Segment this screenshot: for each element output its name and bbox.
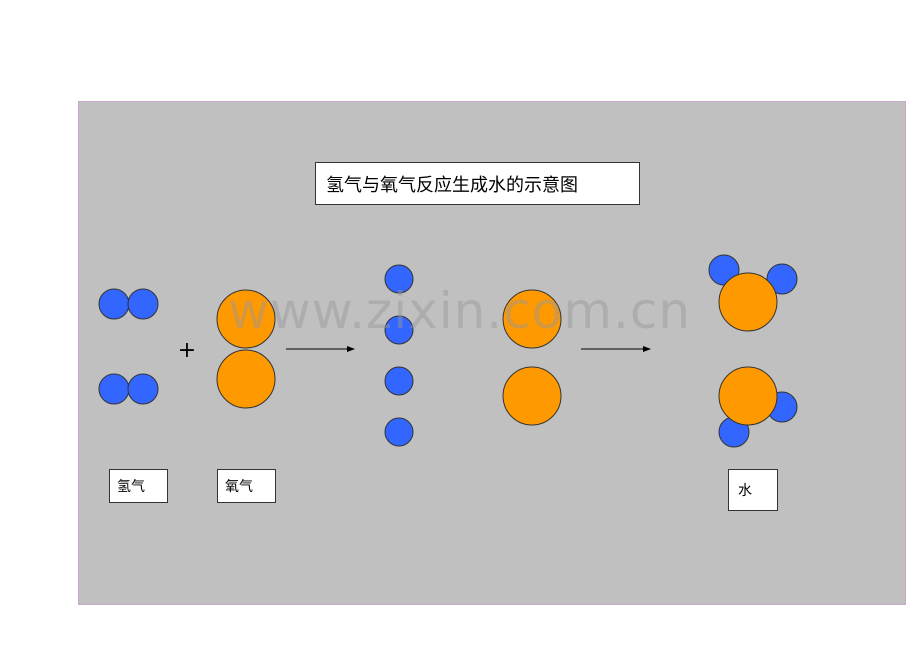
oxygen-molecule [216, 289, 276, 409]
oxygen-atom [502, 366, 562, 426]
hydrogen-atom [127, 288, 159, 320]
hydrogen-atom [98, 373, 130, 405]
water-molecule-1 [708, 254, 798, 332]
oxygen-atom [502, 289, 562, 349]
water-label: 水 [728, 469, 778, 511]
hydrogen-atom [384, 366, 414, 396]
hydrogen-atom [766, 263, 798, 295]
hydrogen-molecule-1 [98, 288, 159, 320]
hydrogen-atom [384, 417, 414, 447]
hydrogen-atom [384, 315, 414, 345]
hydrogen-molecule-2 [98, 373, 159, 405]
hydrogen-atom [127, 373, 159, 405]
oxygen-atom [216, 289, 276, 349]
water-molecule-2 [718, 366, 798, 448]
oxygen-label: 氧气 [217, 469, 276, 503]
oxygen-atom [216, 349, 276, 409]
separated-oxygen-atoms [502, 289, 562, 426]
plus-sign: + [178, 338, 196, 363]
separated-hydrogen-atoms [384, 264, 414, 447]
hydrogen-atom [98, 288, 130, 320]
oxygen-atom [718, 366, 778, 426]
diagram-title: 氢气与氧气反应生成水的示意图 [315, 162, 640, 205]
hydrogen-label: 氢气 [109, 469, 168, 503]
oxygen-atom [718, 272, 778, 332]
hydrogen-atom [384, 264, 414, 294]
